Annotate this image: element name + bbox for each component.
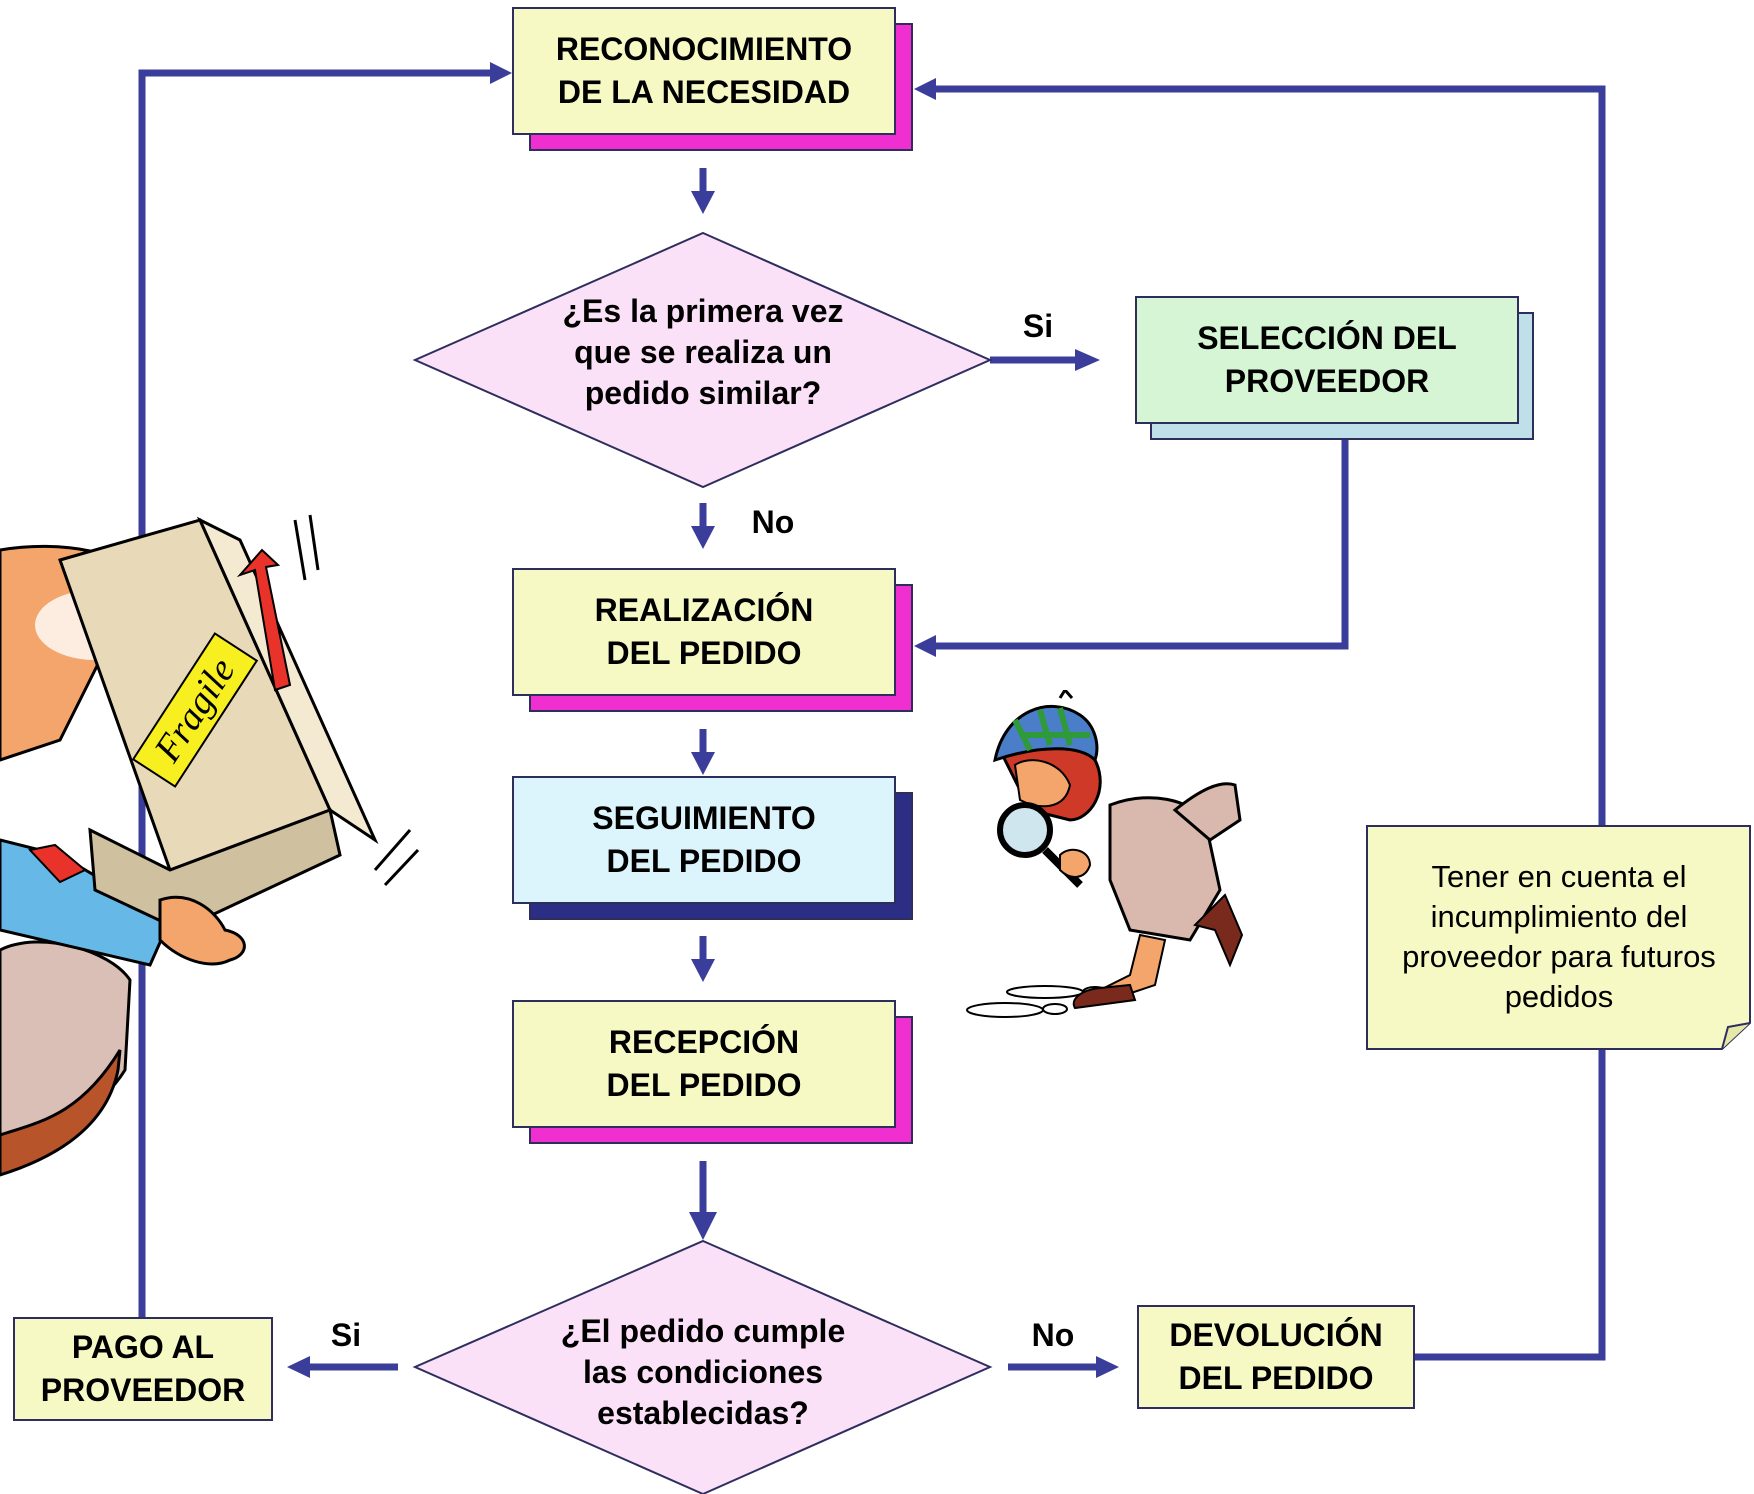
edge-label-no-realizacion: No — [751, 504, 795, 540]
decision-diamond-cumple — [412, 1239, 993, 1494]
fragile-sticker — [131, 632, 259, 788]
box-pago-proveedor: PAGO AL PROVEEDOR — [13, 1317, 273, 1421]
decision-cumple-text: ¿El pedido cumple las condiciones establ… — [560, 1313, 846, 1431]
box-recepcion-pedido: RECEPCIÓN DEL PEDIDO — [512, 1000, 896, 1128]
edge-label-no-devolucion: No — [1031, 1317, 1075, 1353]
box-seleccion-proveedor: SELECCIÓN DEL PROVEEDOR — [1135, 296, 1519, 424]
box-devolucion-pedido: DEVOLUCIÓN DEL PEDIDO — [1137, 1305, 1415, 1409]
box-reconocimiento: RECONOCIMIENTO DE LA NECESIDAD — [512, 7, 896, 135]
loop-devolucion-to-reconocimiento — [932, 85, 1606, 1361]
arrow-seleccion-to-realizacion — [932, 440, 1349, 650]
edge-label-si-pago: Si — [330, 1317, 362, 1353]
decision-diamond-primera-vez — [412, 231, 993, 489]
decision-primera-vez-text: ¿Es la primera vez que se realiza un ped… — [562, 293, 844, 411]
box-seguimiento-pedido: SEGUIMIENTO DEL PEDIDO — [512, 776, 896, 904]
box-realizacion-pedido: REALIZACIÓN DEL PEDIDO — [512, 568, 896, 696]
detective-illustration — [966, 690, 1244, 1018]
man-carrying-box-illustration: Fragile — [0, 514, 420, 1177]
note-incumplimiento: Tener en cuenta el incumplimiento del pr… — [1402, 859, 1716, 1014]
note-shape — [1366, 825, 1751, 1050]
edge-label-si-seleccion: Si — [1022, 308, 1054, 344]
